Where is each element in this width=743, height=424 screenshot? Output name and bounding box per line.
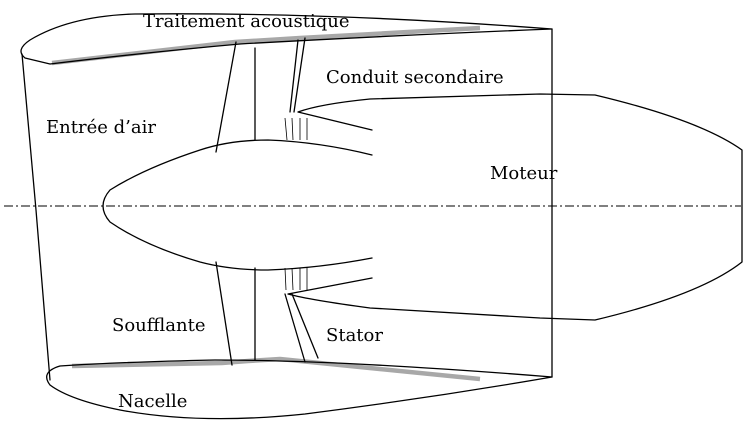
label-secondary-duct: Conduit secondaire bbox=[326, 67, 504, 88]
label-fan: Soufflante bbox=[112, 315, 206, 336]
nacelle-top bbox=[20, 13, 553, 65]
stator-vane-top bbox=[289, 37, 306, 113]
fan-blade-bottom bbox=[215, 261, 256, 366]
inlet-lip-line bbox=[21, 53, 51, 381]
fan-blade-top bbox=[215, 41, 256, 153]
stator-hatch-top bbox=[284, 117, 308, 141]
label-nacelle: Nacelle bbox=[118, 391, 187, 412]
acoustic-liner-top bbox=[51, 25, 481, 66]
label-air-inlet: Entrée d’air bbox=[46, 117, 156, 138]
acoustic-liner-bottom bbox=[71, 356, 481, 382]
engine-core bbox=[287, 93, 743, 321]
label-stator: Stator bbox=[326, 325, 383, 346]
label-acoustic-treatment: Traitement acoustique bbox=[143, 11, 350, 32]
label-engine: Moteur bbox=[490, 163, 558, 184]
spinner bbox=[102, 139, 373, 271]
nacelle-bottom bbox=[46, 359, 553, 420]
stator-vane-bottom bbox=[284, 293, 319, 363]
stator-hatch-bottom bbox=[284, 267, 308, 291]
